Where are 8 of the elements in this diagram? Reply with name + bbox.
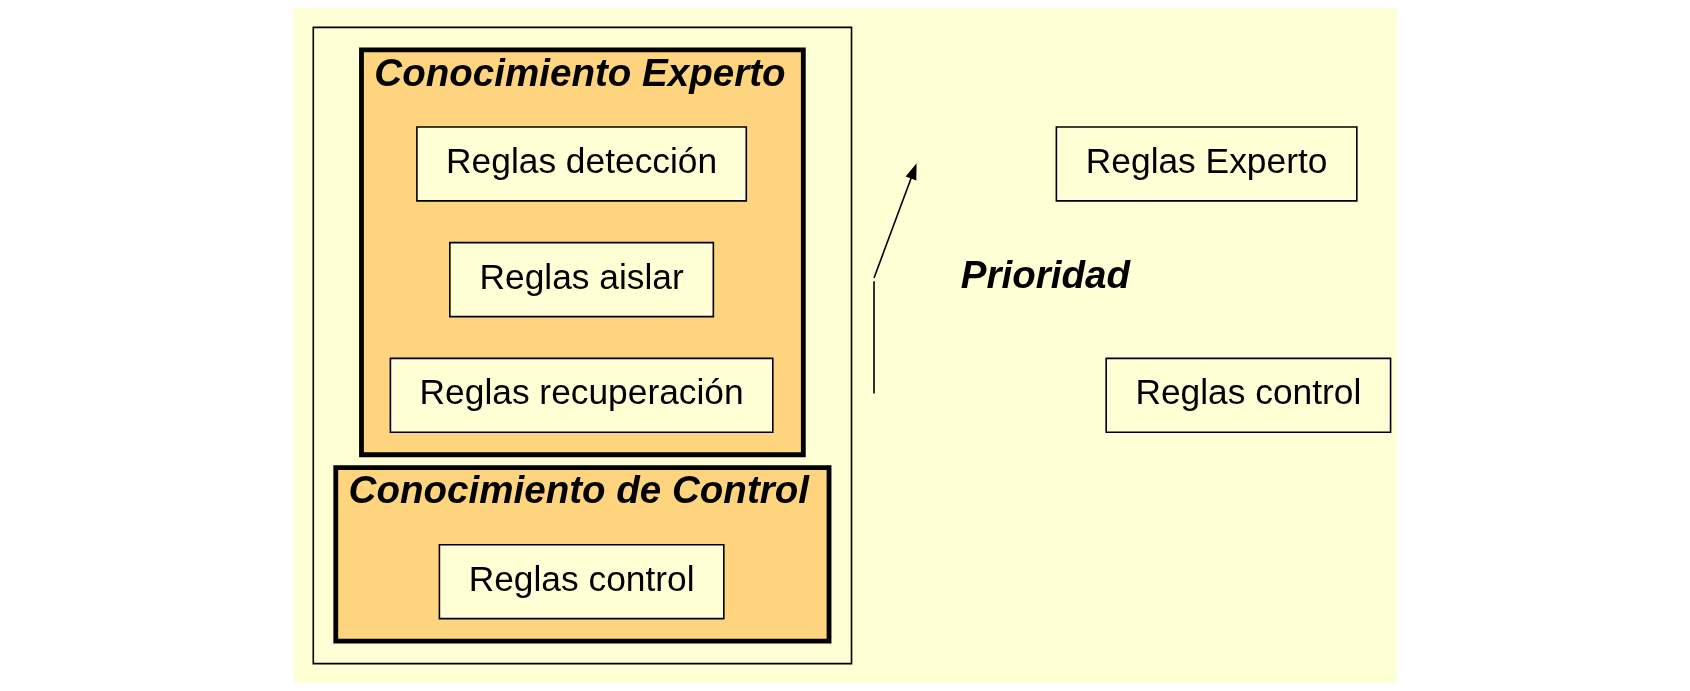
node-box: Reglas aislar bbox=[448, 241, 714, 318]
node-box: Reglas detección bbox=[415, 126, 747, 202]
node-box: Reglas recuperación bbox=[389, 357, 774, 434]
node-box: Reglas control bbox=[1104, 357, 1391, 434]
node-box: Reglas Experto bbox=[1055, 126, 1358, 202]
label: Prioridad bbox=[960, 252, 1130, 296]
node-box: Reglas control bbox=[438, 543, 725, 620]
cluster bbox=[311, 26, 852, 665]
